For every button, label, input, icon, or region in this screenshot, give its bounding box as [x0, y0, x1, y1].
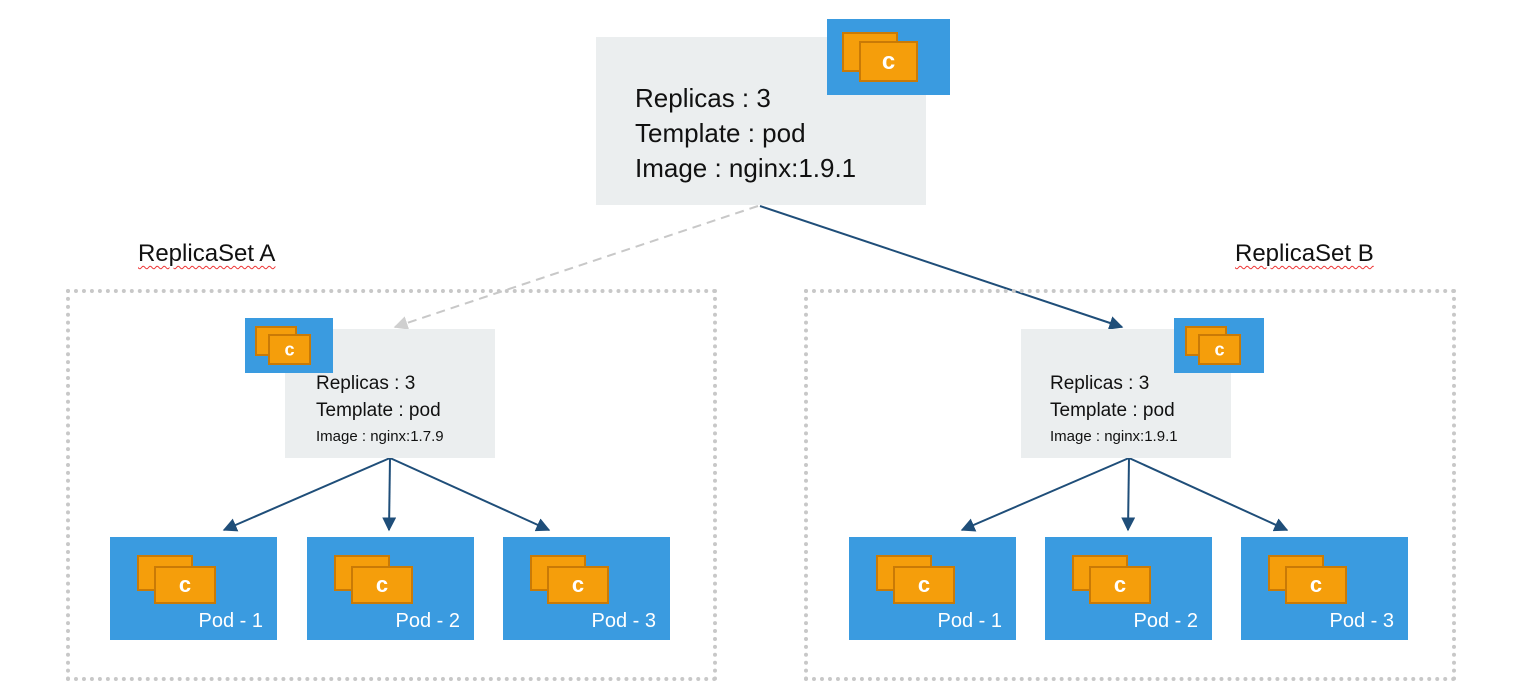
container-letter: c — [178, 572, 192, 597]
rs-a-to-pod-1-arrow — [222, 457, 391, 532]
replicaset-b-group — [804, 289, 1456, 681]
rs-b-to-pod-3-arrow — [1128, 457, 1289, 532]
rs-a-to-pod-3-arrow — [389, 457, 551, 532]
container-letter: c — [571, 572, 585, 597]
replicaset-a-label: ReplicaSet A — [138, 240, 276, 267]
replicaset-a-pod-1: c Pod - 1 — [110, 537, 277, 640]
rs-b-to-pod-1-arrow — [960, 457, 1130, 532]
container-letter: c — [375, 572, 389, 597]
replicaset-b-pod-1: c Pod - 1 — [849, 537, 1016, 640]
pod-label: Pod - 2 — [395, 610, 460, 632]
replicaset-a-group — [66, 289, 717, 681]
replicaset-a-replicas: Replicas : 3 — [316, 373, 416, 394]
deployment-to-replicaset-a-arrow — [393, 205, 759, 330]
container-stack-icon: c — [842, 32, 920, 84]
container-letter: c — [1214, 339, 1225, 359]
container-letter: c — [881, 47, 896, 75]
container-stack-icon: c — [1268, 555, 1350, 607]
container-stack-icon: c — [1185, 326, 1247, 366]
pod-label: Pod - 3 — [1329, 610, 1394, 632]
replicaset-b-pod-2: c Pod - 2 — [1045, 537, 1212, 640]
rs-a-to-pod-2-arrow — [382, 457, 397, 532]
replicaset-a-pod-3: c Pod - 3 — [503, 537, 670, 640]
deployment-icon-badge: c — [827, 19, 950, 95]
pod-label: Pod - 2 — [1133, 610, 1198, 632]
pod-label: Pod - 3 — [591, 610, 656, 632]
replicaset-a-template: Template : pod — [316, 400, 441, 421]
container-letter: c — [1309, 572, 1323, 597]
pod-label: Pod - 1 — [198, 610, 263, 632]
deployment-image: Image : nginx:1.9.1 — [635, 153, 857, 183]
replicaset-b-template: Template : pod — [1050, 400, 1175, 421]
container-letter: c — [917, 572, 931, 597]
deployment-to-replicaset-b-arrow — [759, 205, 1124, 330]
replicaset-a-image: Image : nginx:1.7.9 — [316, 428, 444, 445]
deployment-replicas: Replicas : 3 — [635, 83, 771, 113]
deployment-template: Template : pod — [635, 118, 806, 148]
container-letter: c — [284, 339, 295, 359]
pod-label: Pod - 1 — [937, 610, 1002, 632]
container-stack-icon: c — [1072, 555, 1154, 607]
container-stack-icon: c — [137, 555, 219, 607]
rs-b-to-pod-2-arrow — [1121, 457, 1136, 532]
replicaset-b-icon-badge: c — [1174, 318, 1264, 373]
container-stack-icon: c — [876, 555, 958, 607]
container-stack-icon: c — [334, 555, 416, 607]
replicaset-b-label: ReplicaSet B — [1235, 240, 1374, 267]
container-stack-icon: c — [255, 326, 317, 366]
replicaset-a-spec-box: Replicas : 3 Template : pod Image : ngin… — [285, 329, 495, 458]
replicaset-b-replicas: Replicas : 3 — [1050, 373, 1150, 394]
replicaset-a-icon-badge: c — [245, 318, 333, 373]
replicaset-b-image: Image : nginx:1.9.1 — [1050, 428, 1178, 445]
container-letter: c — [1113, 572, 1127, 597]
replicaset-a-pod-2: c Pod - 2 — [307, 537, 474, 640]
container-stack-icon: c — [530, 555, 612, 607]
replicaset-b-pod-3: c Pod - 3 — [1241, 537, 1408, 640]
